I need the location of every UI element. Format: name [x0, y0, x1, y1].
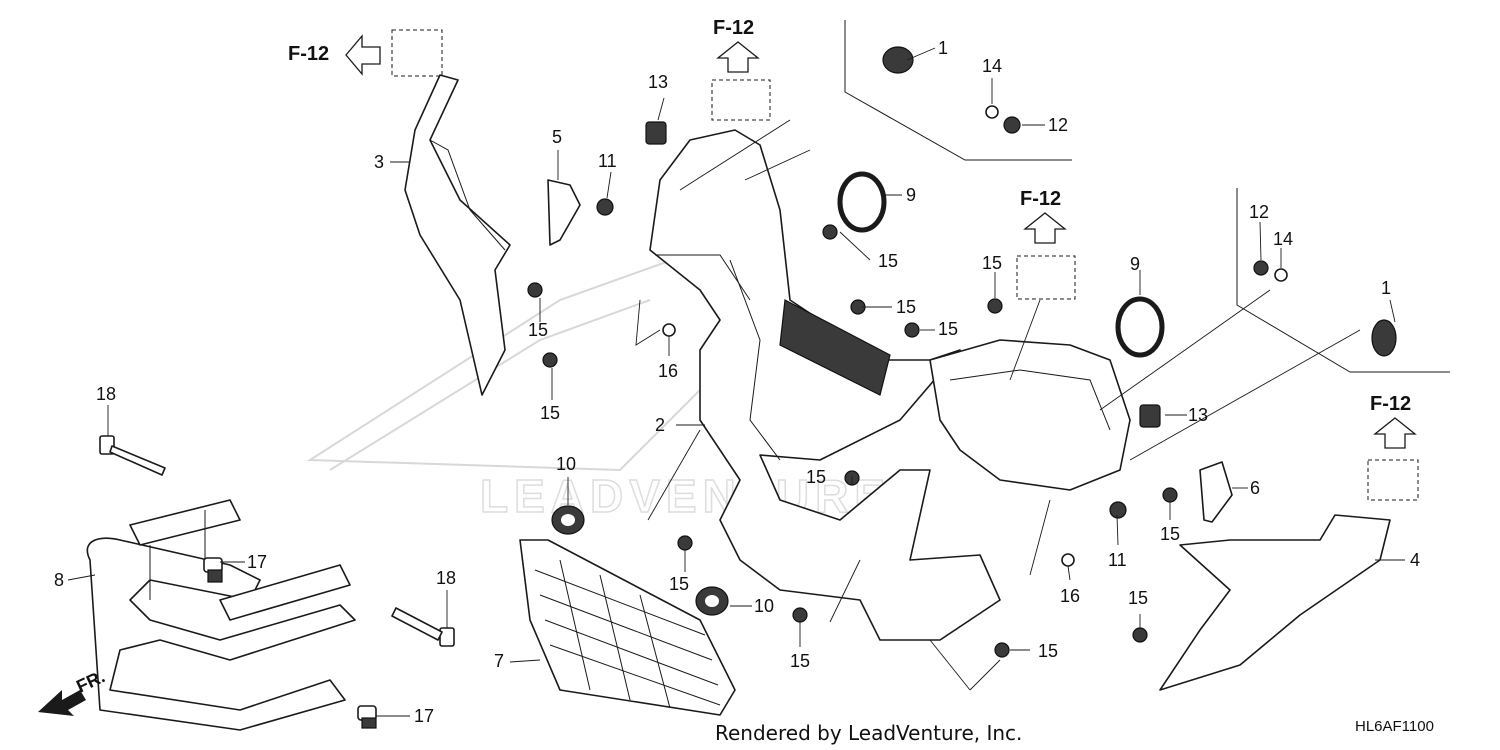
- part-18-bolt-upper: [99, 435, 166, 476]
- watermark-text: LEADVENTURE: [480, 470, 891, 522]
- arrow-up-icon: [716, 41, 760, 73]
- callout-15: 15: [1038, 641, 1058, 661]
- ref-box: [1016, 255, 1076, 300]
- frame-ref-1: F-12: [288, 29, 443, 77]
- front-direction-indicator: FR.: [38, 666, 108, 716]
- ref-box: [1367, 459, 1419, 501]
- part-6-bracket: [1199, 461, 1233, 523]
- callout-18: 18: [96, 384, 116, 404]
- part-1-reflector-lower: [1371, 319, 1397, 357]
- callout-17: 17: [414, 706, 434, 726]
- callout-16: 16: [658, 361, 678, 381]
- arrow-up-icon: [1373, 417, 1417, 449]
- callout-2: 2: [655, 415, 665, 435]
- frame-ref-2: F-12: [711, 17, 771, 121]
- callout-15: 15: [878, 251, 898, 271]
- callout-15: 15: [1160, 524, 1180, 544]
- part-17-bolt-upper: [203, 557, 223, 583]
- callout-13: 13: [1188, 405, 1208, 425]
- callout-4: 4: [1410, 550, 1420, 570]
- part-3-side-cover: [404, 74, 511, 396]
- boundary-line-1: [844, 20, 1072, 161]
- callout-18: 18: [436, 568, 456, 588]
- part-16-screw-upper: [662, 323, 676, 337]
- part-9-ring-upper: [837, 171, 887, 233]
- callout-11: 11: [598, 151, 617, 171]
- callout-14: 14: [1273, 229, 1293, 249]
- part-12-nut-lower: [1253, 260, 1269, 276]
- svg-text:F-12: F-12: [288, 43, 329, 65]
- callout-12: 12: [1249, 202, 1269, 222]
- callout-1: 1: [1381, 278, 1391, 298]
- part-10-grommet-lower: [695, 586, 729, 616]
- callout-10: 10: [754, 596, 774, 616]
- part-13-clip-upper: [645, 121, 667, 145]
- callout-14: 14: [982, 56, 1002, 76]
- arrow-left-icon: [345, 34, 381, 76]
- callout-16: 16: [1060, 586, 1080, 606]
- callout-7: 7: [494, 651, 504, 671]
- part-14-washer-upper: [985, 105, 999, 119]
- part-18-bolt-lower: [391, 607, 455, 647]
- ref-box: [711, 79, 771, 121]
- part-13-clip-lower: [1139, 404, 1161, 428]
- part-1-reflector-upper: [882, 46, 914, 74]
- callout-15: 15: [806, 467, 826, 487]
- callout-15: 15: [1128, 588, 1148, 608]
- callout-labels: 1 1 2 3 4 5 6 7 8 9 9 10 10 11 11 12 12 …: [54, 38, 1420, 726]
- part-2-front-cowl: [649, 129, 1001, 641]
- callout-1: 1: [938, 38, 948, 58]
- part-14-washer-lower: [1274, 268, 1288, 282]
- callout-15: 15: [938, 319, 958, 339]
- render-credit: Rendered by LeadVenture, Inc.: [715, 721, 1022, 745]
- part-15-clips: [527, 224, 1178, 658]
- headlight-housing: [929, 339, 1131, 491]
- callout-17: 17: [247, 552, 267, 572]
- callout-10: 10: [556, 454, 576, 474]
- svg-text:F-12: F-12: [1020, 188, 1061, 210]
- callout-12: 12: [1048, 115, 1068, 135]
- direction-arrow-icon: [38, 690, 86, 716]
- callout-15: 15: [669, 574, 689, 594]
- callout-15: 15: [528, 320, 548, 340]
- part-8-guard-frame: [86, 499, 356, 731]
- grille-mesh: [534, 559, 721, 709]
- part-17-bolt-lower: [357, 705, 377, 729]
- callout-9: 9: [906, 185, 916, 205]
- callout-5: 5: [552, 127, 562, 147]
- part-5-bracket: [547, 179, 581, 246]
- svg-text:F-12: F-12: [713, 17, 754, 39]
- part-9-ring-lower: [1115, 296, 1165, 358]
- part-10-grommet-upper: [551, 505, 585, 535]
- frame-ref-3: F-12: [1016, 188, 1076, 300]
- boundary-line-2: [1236, 188, 1450, 373]
- leader-lines: [67, 47, 1405, 717]
- diagram-code: HL6AF1100: [1355, 718, 1434, 735]
- part-4-side-cover: [1159, 514, 1391, 691]
- svg-text:F-12: F-12: [1370, 393, 1411, 415]
- cowl-vent: [779, 299, 891, 396]
- callout-8: 8: [54, 570, 64, 590]
- callout-9: 9: [1130, 254, 1140, 274]
- callout-6: 6: [1250, 478, 1260, 498]
- callout-15: 15: [982, 253, 1002, 273]
- arrow-up-icon: [1023, 212, 1067, 244]
- callout-13: 13: [648, 72, 668, 92]
- callout-15: 15: [790, 651, 810, 671]
- ref-box: [391, 29, 443, 77]
- callout-15: 15: [540, 403, 560, 423]
- callout-15: 15: [896, 297, 916, 317]
- part-16-screw-lower: [1061, 553, 1075, 567]
- callout-3: 3: [374, 152, 384, 172]
- part-12-nut-upper: [1003, 116, 1021, 134]
- part-11-screw-lower: [1109, 501, 1127, 519]
- part-11-screw-upper: [596, 198, 614, 216]
- frame-ref-4: F-12: [1367, 393, 1419, 501]
- callout-11: 11: [1108, 550, 1127, 570]
